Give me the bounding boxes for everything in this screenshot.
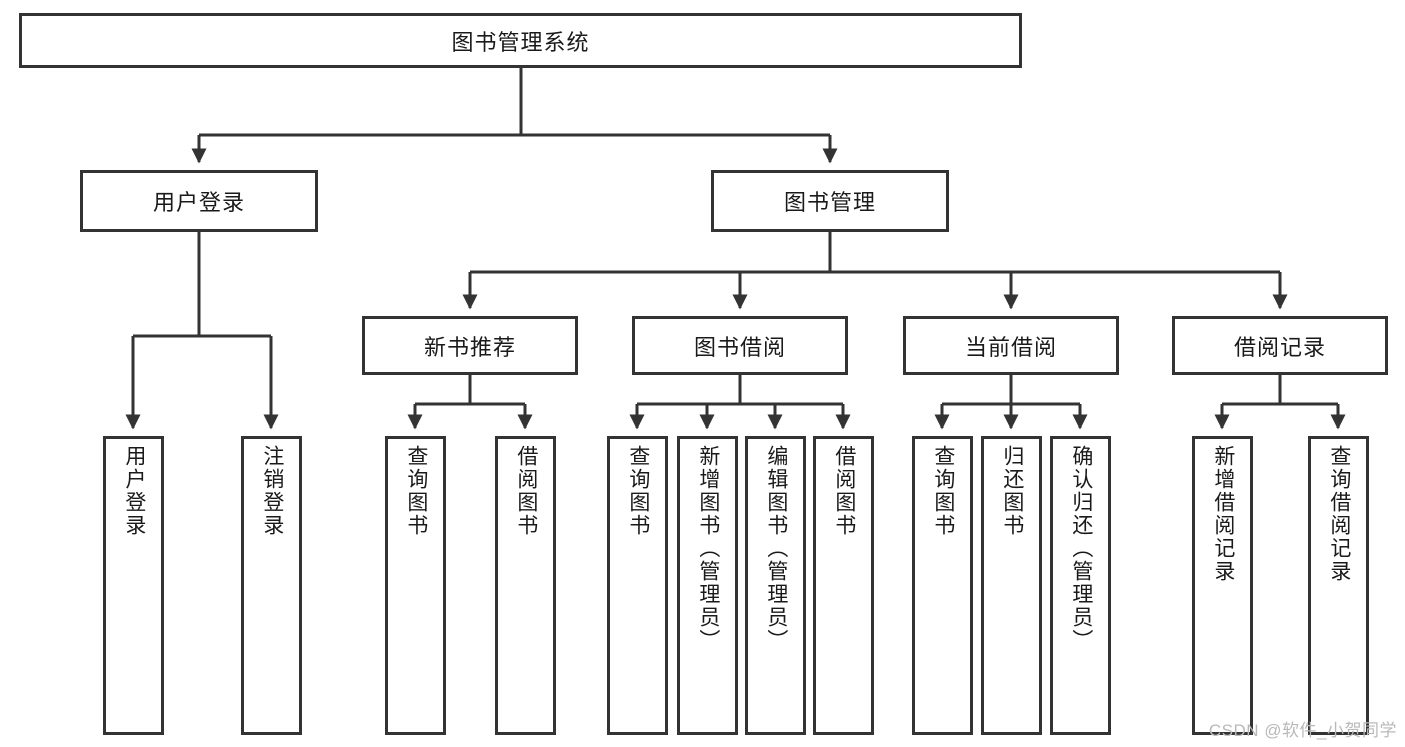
leaf-label: 归还图书	[1000, 445, 1024, 537]
watermark: CSDN @软件_小贺同学	[1208, 721, 1397, 740]
leaf-label: 查询图书	[931, 445, 955, 537]
leaf-book-borrow-query[interactable]: 查询图书	[607, 436, 668, 735]
leaf-new-book-query[interactable]: 查询图书	[385, 436, 446, 735]
leaf-user-login-logout[interactable]: 注销登录	[241, 436, 302, 735]
leaf-borrow-record-add[interactable]: 新增借阅记录	[1192, 436, 1253, 735]
leaf-current-borrow-query[interactable]: 查询图书	[912, 436, 973, 735]
leaf-label: 查询图书	[626, 445, 650, 537]
leaf-label: 借阅图书	[832, 445, 856, 537]
node-borrow-record[interactable]: 借阅记录	[1172, 316, 1388, 375]
leaf-label: 新增借阅记录	[1211, 445, 1235, 583]
leaf-current-borrow-confirm[interactable]: 确认归还（管理员）	[1050, 436, 1111, 735]
leaf-label: 确认归还（管理员）	[1069, 445, 1093, 652]
node-user-login[interactable]: 用户登录	[80, 170, 318, 232]
leaf-current-borrow-return[interactable]: 归还图书	[981, 436, 1042, 735]
node-current-borrow[interactable]: 当前借阅	[903, 316, 1119, 375]
leaf-label: 查询图书	[404, 445, 428, 537]
leaf-new-book-borrow[interactable]: 借阅图书	[495, 436, 556, 735]
leaf-book-borrow-borrow[interactable]: 借阅图书	[813, 436, 874, 735]
node-book-management[interactable]: 图书管理	[711, 170, 949, 232]
leaf-borrow-record-query[interactable]: 查询借阅记录	[1308, 436, 1369, 735]
leaf-label: 查询借阅记录	[1327, 445, 1351, 583]
node-new-book-recommend[interactable]: 新书推荐	[362, 316, 578, 375]
leaf-book-borrow-add[interactable]: 新增图书（管理员）	[677, 436, 738, 735]
leaf-label: 新增图书（管理员）	[696, 445, 720, 652]
leaf-label: 编辑图书（管理员）	[764, 445, 788, 652]
leaf-label: 用户登录	[122, 445, 146, 537]
leaf-user-login-login[interactable]: 用户登录	[103, 436, 164, 735]
leaf-label: 注销登录	[260, 445, 284, 537]
leaf-label: 借阅图书	[514, 445, 538, 537]
node-book-borrow[interactable]: 图书借阅	[632, 316, 848, 375]
node-root-system[interactable]: 图书管理系统	[19, 13, 1022, 68]
leaf-book-borrow-edit[interactable]: 编辑图书（管理员）	[745, 436, 806, 735]
